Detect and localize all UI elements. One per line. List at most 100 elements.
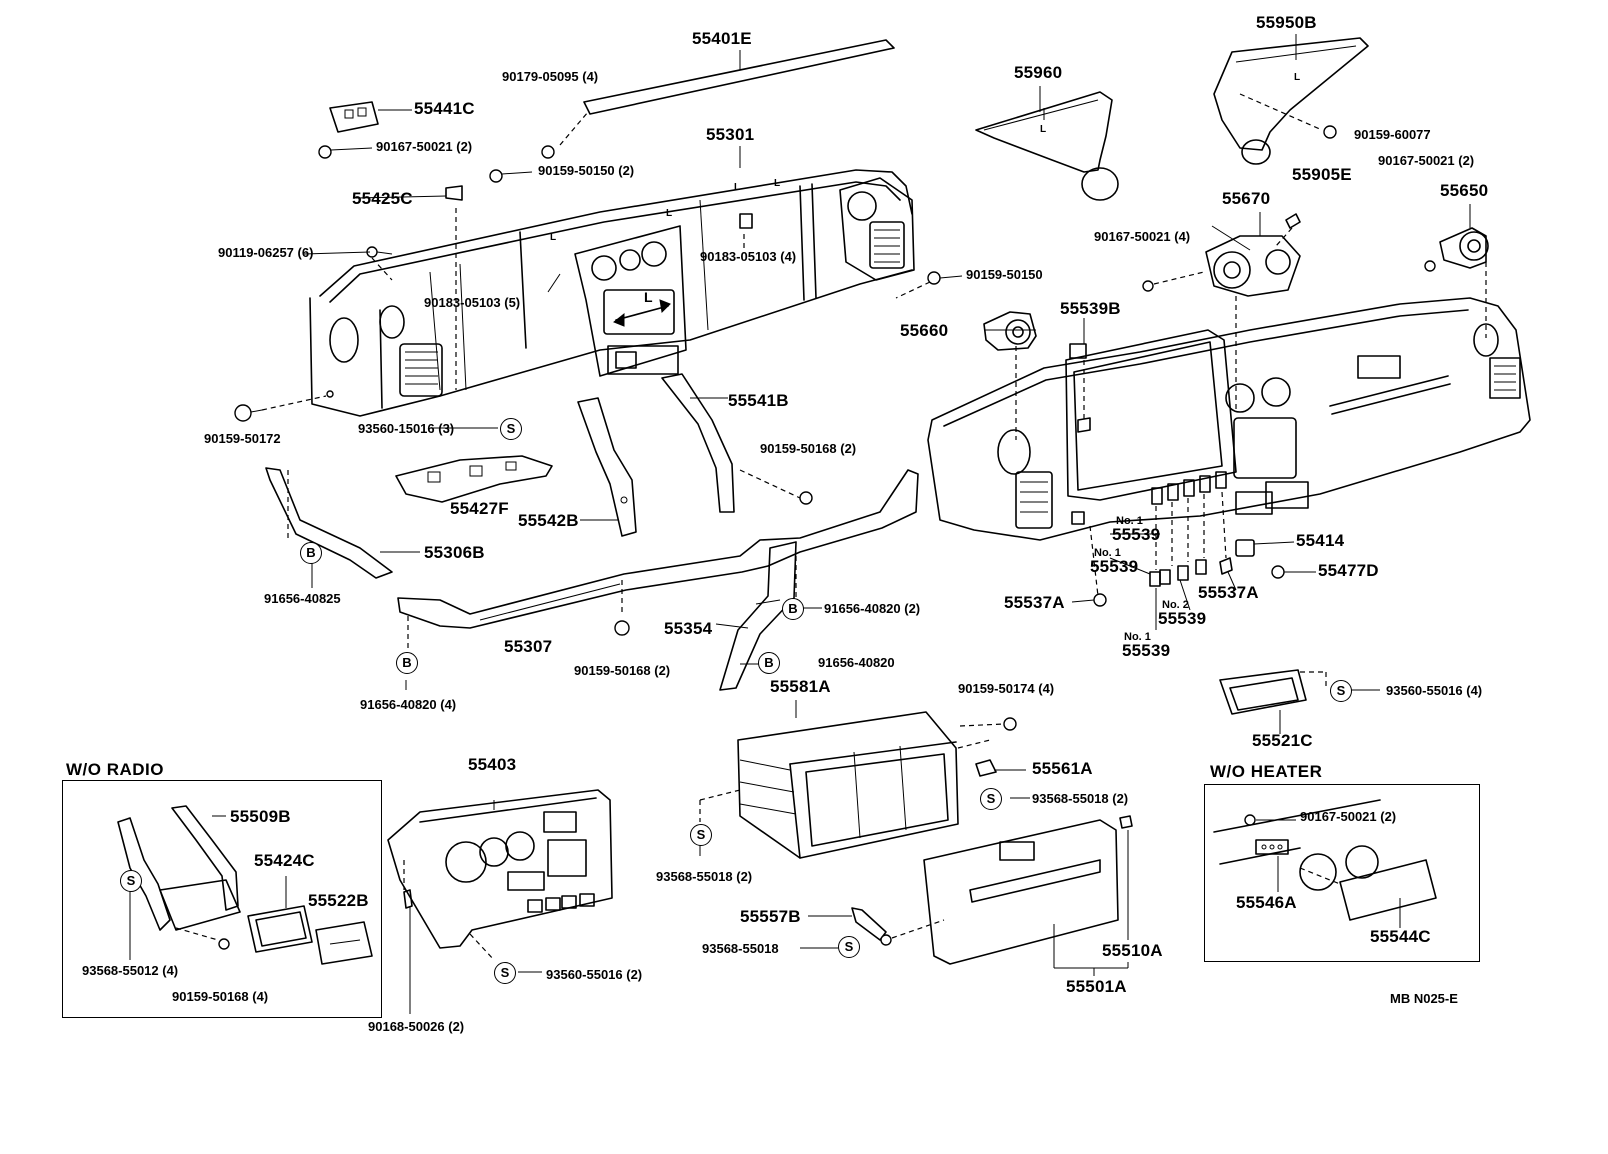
label-90168-50026: 90168-50026 (2) [368,1019,465,1034]
label-55539-b: 55539 [1090,557,1139,576]
bracket-55441C [318,101,412,159]
badge-s-93560-55016-2: S [494,962,516,984]
label-55670: 55670 [1222,189,1271,208]
cluster-panel-55403 [387,789,613,961]
wo-radio-box [62,780,382,1018]
label-55650: 55650 [1440,181,1489,200]
label-no1-b: No. 1 [1094,547,1121,559]
wo-heater-title: W/O HEATER [1210,762,1323,781]
label-93568-55018-2b: 93568-55018 (2) [656,869,753,884]
label-90159-50150-2: 90159-50150 (2) [538,163,635,178]
diagram-code: MB N025-E [1390,991,1458,1006]
label-90119-06257: 90119-06257 (6) [218,245,314,260]
label-55539-d: 55539 [1122,641,1171,660]
pocket-55521C [1219,669,1327,734]
label-55537A-2: 55537A [1198,583,1259,602]
label-55660: 55660 [900,321,949,340]
label-55510A: 55510A [1102,941,1163,960]
label-55541B: 55541B [728,391,789,410]
label-55354: 55354 [664,619,713,638]
label-91656-40820-4: 91656-40820 (4) [360,697,457,712]
label-90159-50168-2b: 90159-50168 (2) [574,663,671,678]
l-marking: L [666,208,672,219]
label-93560-15016: 93560-15016 (3) [358,421,455,436]
badge-b-91656-40825: B [300,542,322,564]
label-55561A: 55561A [1032,759,1093,778]
label-55905E: 55905E [1292,165,1352,184]
label-55542B: 55542B [518,511,579,530]
label-no1-c: No. 1 [1124,631,1151,643]
label-90167-50021-2c: 90167-50021 (2) [1300,809,1397,824]
brace-55542B [577,397,637,537]
label-93568-55018-2a: 93568-55018 (2) [1032,791,1129,806]
crossmember-55307 [397,469,919,650]
dashboard-assembled [927,297,1531,607]
dashboard-frame-55301 [309,169,915,417]
label-55539-a: 55539 [1112,525,1161,544]
label-90159-50150: 90159-50150 [966,267,1043,282]
badge-s-93568-55012: S [120,870,142,892]
wo-heater-box [1204,784,1480,962]
label-55546A: 55546A [1236,893,1297,912]
label-55307: 55307 [504,637,553,656]
label-55544C: 55544C [1370,927,1431,946]
label-no1-a: No. 1 [1116,515,1143,527]
label-90159-50168-4: 90159-50168 (4) [172,989,269,1004]
label-55401E: 55401E [692,29,752,48]
label-55441C: 55441C [414,99,475,118]
vent-55650 [1424,227,1489,338]
label-55539-c: 55539 [1158,609,1207,628]
label-55539B: 55539B [1060,299,1121,318]
l-marking: L [734,182,740,193]
l-marking: L [644,289,653,305]
label-55501A: 55501A [1066,977,1127,996]
label-no2: No. 2 [1162,599,1189,611]
switch-parts [1149,491,1285,630]
label-55424C: 55424C [254,851,315,870]
label-55425C: 55425C [352,189,413,208]
badge-b-91656-40820-4: B [396,652,418,674]
wo-radio-title: W/O RADIO [66,760,164,779]
badge-s-93560-15016: S [500,418,522,440]
badge-s-93560-55016-4: S [1330,680,1352,702]
label-55306B: 55306B [424,543,485,562]
glovebox-door-55501A [923,815,1133,976]
label-90159-50168-2a: 90159-50168 (2) [760,441,857,456]
hinge-55557B [851,907,945,946]
label-91656-40825: 91656-40825 [264,591,341,606]
label-90167-50021-2a: 90167-50021 (2) [376,139,473,154]
duct-55950B [1213,37,1369,165]
label-55477D: 55477D [1318,561,1379,580]
label-90159-60077: 90159-60077 [1354,127,1431,142]
fasteners-main [234,145,963,422]
label-55521C: 55521C [1252,731,1313,750]
brace-55306B [265,467,420,588]
glovebox-housing-55581A [699,711,1017,859]
label-90183-05103-4: 90183-05103 (4) [700,249,797,264]
l-marking: L [1294,72,1300,83]
badge-s-93568-55018-2b: S [690,824,712,846]
label-55960: 55960 [1014,63,1063,82]
badge-s-93568-55018-2a: S [980,788,1002,810]
label-55427F: 55427F [450,499,509,518]
label-91656-40820: 91656-40820 [818,655,895,670]
badge-s-93568-55018: S [838,936,860,958]
label-55403: 55403 [468,755,517,774]
l-marking: L [774,178,780,189]
badge-b-91656-40820-2: B [782,598,804,620]
duct-55960 [975,91,1119,201]
label-55950B: 55950B [1256,13,1317,32]
brace-55354 [719,541,797,691]
label-93568-55012: 93568-55012 (4) [82,963,179,978]
badge-b-91656-40820: B [758,652,780,674]
l-marking: L [1040,124,1046,135]
leader-lines [212,34,1471,1014]
label-93560-55016-4: 93560-55016 (4) [1386,683,1483,698]
label-55557B: 55557B [740,907,801,926]
l-marking: L [550,232,556,243]
bracket-55427F [395,455,553,503]
label-55581A: 55581A [770,677,831,696]
label-90179-05095: 90179-05095 (4) [502,69,599,84]
label-55522B: 55522B [308,891,369,910]
